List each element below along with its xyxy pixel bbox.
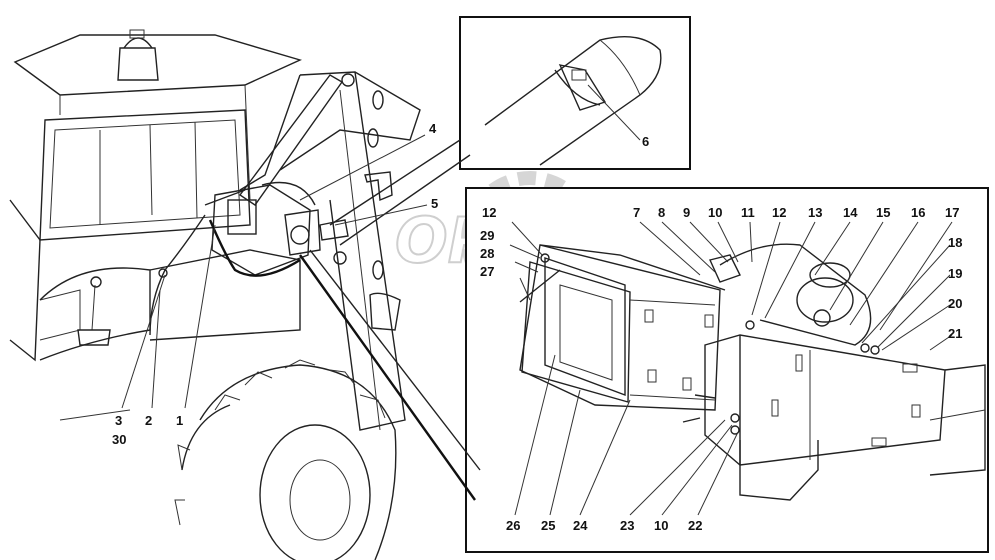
callout-30: 30 [112,432,126,447]
callout-3: 3 [115,413,122,428]
callout-20: 20 [948,296,962,311]
callout-leaders [121,84,953,516]
callout-25: 25 [541,518,555,533]
callout-2: 2 [145,413,152,428]
callout-28: 28 [480,246,494,261]
callout-21: 21 [948,326,962,341]
callout-24: 24 [573,518,588,533]
callout-6: 6 [642,134,649,149]
machine-drawing [9,29,421,560]
callout-5: 5 [431,196,438,211]
callout-23: 23 [620,518,634,533]
callout-16: 16 [911,205,925,220]
callout-17: 17 [945,205,959,220]
callout-22: 22 [688,518,702,533]
inset-hose-clamp [459,16,691,170]
callout-12-top: 12 [772,205,786,220]
callout-9: 9 [683,205,690,220]
callout-labels: 3 30 2 1 4 5 6 12 29 28 27 7 8 9 10 11 1… [112,121,962,533]
callout-4: 4 [429,121,437,136]
callout-26: 26 [506,518,520,533]
callout-12-left: 12 [482,205,496,220]
callout-29: 29 [480,228,494,243]
callout-27: 27 [480,264,494,279]
inset-lamp-detail [465,187,989,553]
callout-14: 14 [843,205,858,220]
callout-19: 19 [948,266,962,281]
callout-13: 13 [808,205,822,220]
callout-8: 8 [658,205,665,220]
callout-1: 1 [176,413,183,428]
callout-18: 18 [948,235,962,250]
callout-11: 11 [741,205,755,220]
callout-10-bottom: 10 [654,518,668,533]
callout-7: 7 [633,205,640,220]
callout-10-top: 10 [708,205,722,220]
callout-15: 15 [876,205,890,220]
